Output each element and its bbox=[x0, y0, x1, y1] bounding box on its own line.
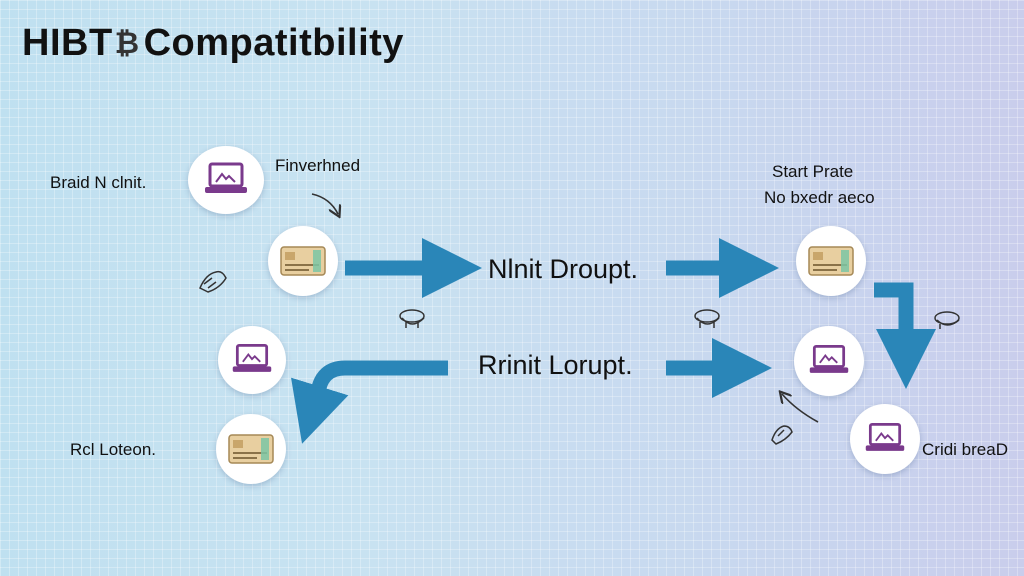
laptop-icon bbox=[809, 344, 849, 373]
laptop-node bbox=[218, 326, 286, 394]
label-cridi-bread: Cridi breaD bbox=[922, 440, 1008, 459]
title-prefix: HIBT bbox=[22, 22, 113, 64]
hand-icon bbox=[694, 309, 720, 328]
card-icon bbox=[808, 246, 854, 276]
label-start-prate: Start Prate bbox=[772, 162, 854, 181]
curved-arrow-icon bbox=[782, 394, 819, 423]
laptop-node bbox=[850, 404, 920, 474]
hand-icon bbox=[399, 309, 425, 328]
card-node bbox=[268, 226, 338, 296]
arrow-right-down bbox=[874, 282, 936, 389]
label-no-bxedr: No bxedr aeco bbox=[764, 188, 875, 207]
page-title: HIBT₿Compatitbility bbox=[22, 22, 404, 65]
hand-icon bbox=[199, 270, 227, 293]
laptop-icon bbox=[205, 162, 247, 193]
center-label-bottom: Rrinit Lorupt. bbox=[478, 350, 633, 380]
label-finverhned: Finverhned bbox=[275, 156, 361, 175]
laptop-icon bbox=[865, 422, 905, 451]
card-icon bbox=[280, 246, 326, 276]
laptop-icon bbox=[232, 343, 272, 372]
hand-icon bbox=[934, 311, 960, 329]
label-brand: Braid N clnit. bbox=[50, 173, 147, 192]
arrow-bottom-curve bbox=[291, 360, 448, 444]
card-node bbox=[216, 414, 286, 484]
card-icon bbox=[228, 434, 274, 464]
center-label-top: Nlnit Droupt. bbox=[488, 254, 639, 284]
laptop-node bbox=[188, 146, 264, 214]
hand-icon bbox=[771, 425, 793, 445]
bitcoin-icon: ₿ bbox=[114, 27, 140, 60]
laptop-node bbox=[794, 326, 864, 396]
title-suffix: Compatitbility bbox=[143, 22, 404, 64]
card-node bbox=[796, 226, 866, 296]
label-rcl-loteon: Rcl Loteon. bbox=[70, 440, 156, 459]
curved-arrow-icon bbox=[311, 193, 338, 214]
